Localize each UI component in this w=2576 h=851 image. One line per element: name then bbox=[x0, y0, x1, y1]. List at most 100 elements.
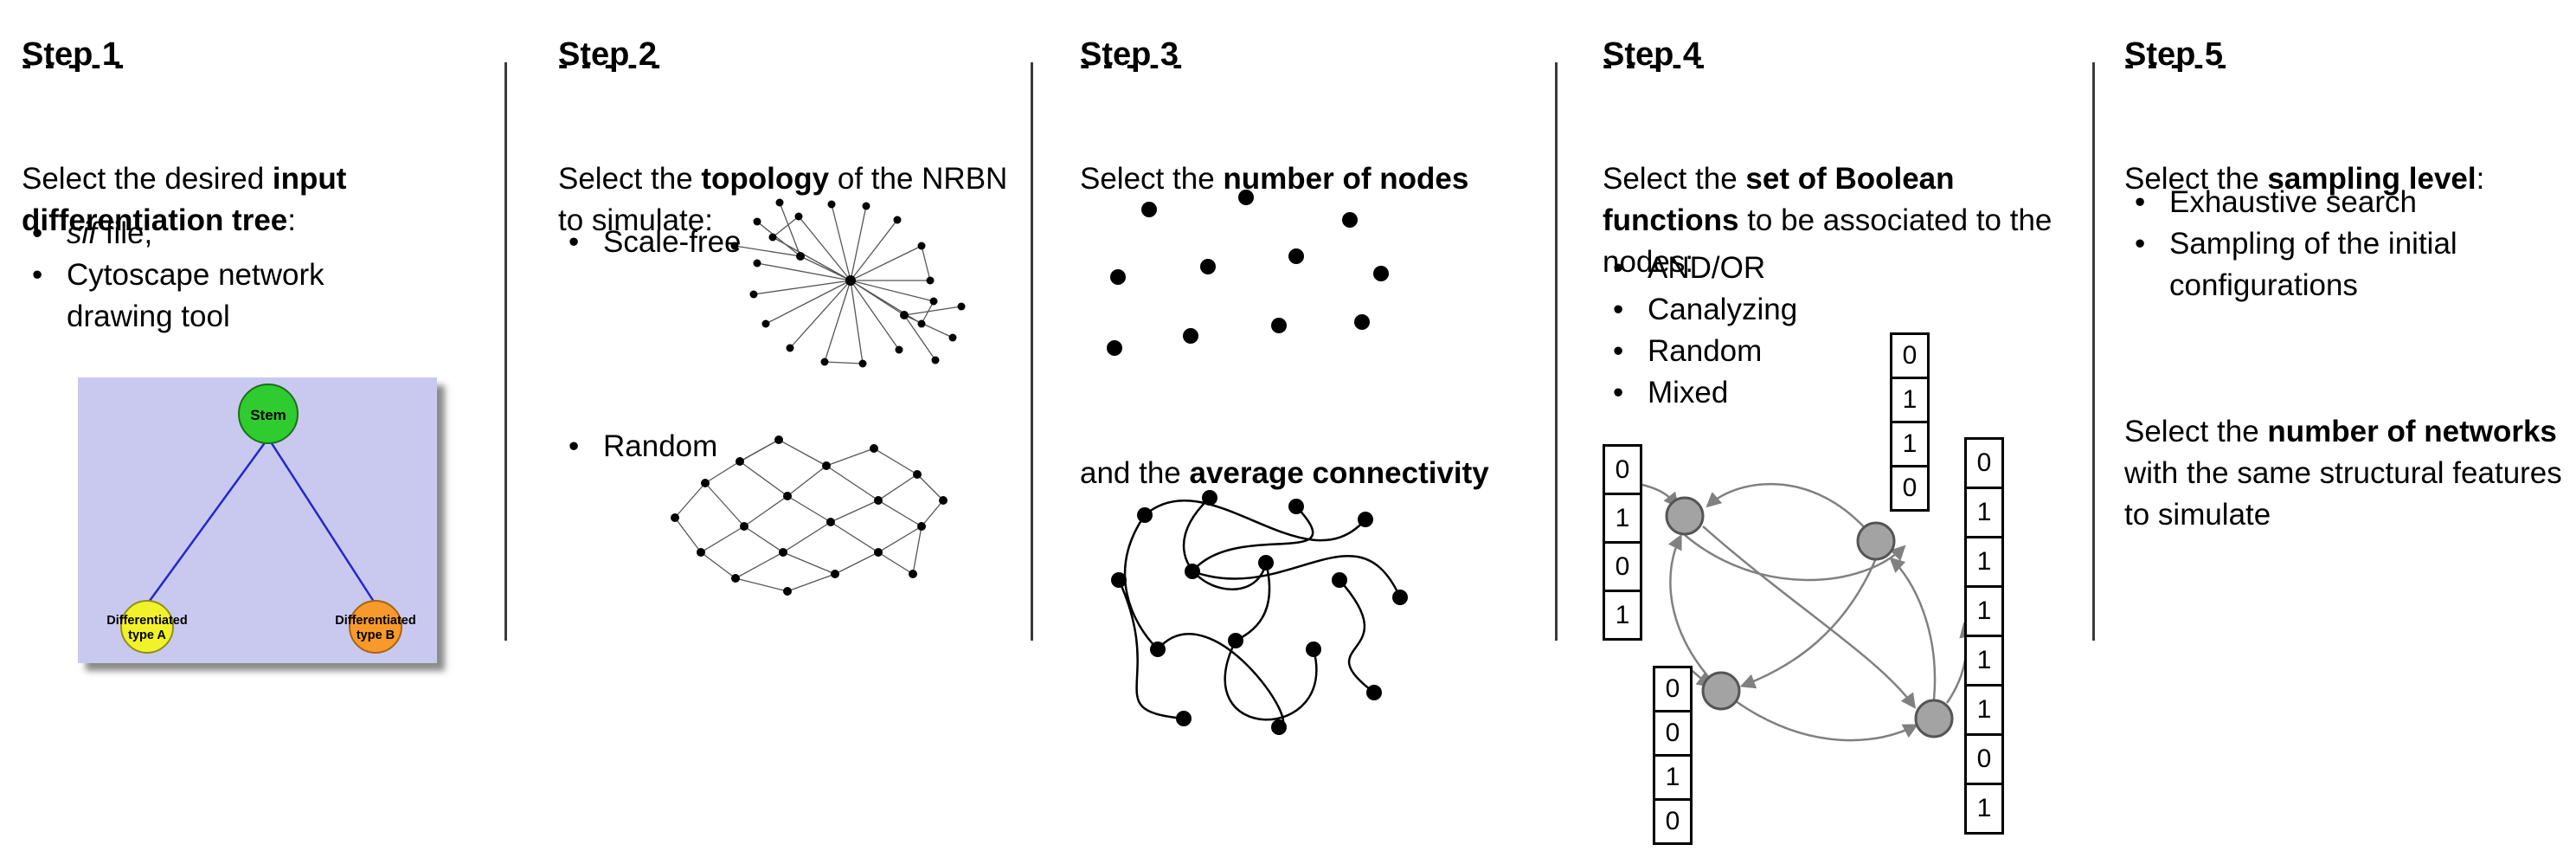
table-cell: 1 bbox=[1964, 487, 2004, 538]
column-divider bbox=[1555, 62, 1558, 641]
network-edges bbox=[674, 439, 944, 592]
step5-title: Step 5 bbox=[2124, 35, 2224, 73]
table-cell: 1 bbox=[1890, 421, 1930, 467]
list-item: • Exhaustive search bbox=[2124, 182, 2541, 223]
table-cell: 0 bbox=[1653, 666, 1693, 712]
step5-intro-bold: sampling level bbox=[2267, 162, 2476, 196]
step4-intro: Select the set of Boolean functions to b… bbox=[1603, 158, 2057, 283]
connectivity-tangle-figure bbox=[1111, 490, 1408, 735]
table-cell: 1 bbox=[1653, 754, 1693, 801]
tangle-edges bbox=[1117, 497, 1402, 729]
step4-intro-lead: Select the bbox=[1603, 162, 1746, 196]
table-cell: 1 bbox=[1964, 635, 2004, 687]
random-functions-option: Random bbox=[1648, 334, 1763, 368]
list-item: • Canalyzing bbox=[1603, 289, 1797, 331]
type-a-node bbox=[120, 600, 174, 654]
step3-title: Step 3 bbox=[1080, 35, 1179, 73]
exhaustive-search-option: Exhaustive search bbox=[2169, 185, 2417, 219]
cytoscape-option: Cytoscape network drawing tool bbox=[67, 258, 324, 333]
scale-free-label: Scale-free bbox=[603, 225, 742, 259]
table-cell: 0 bbox=[1890, 332, 1930, 379]
step-column-4: Step 4 - - - - - Select the set of Boole… bbox=[1603, 0, 2092, 851]
nrbn-nodes bbox=[1665, 496, 1954, 738]
boolean-table-top: 0 1 1 0 bbox=[1890, 332, 1930, 512]
table-cell: 0 bbox=[1653, 798, 1693, 845]
tree-edge bbox=[267, 437, 377, 605]
step5-dashes: - - - - - bbox=[2124, 48, 2230, 81]
step3-connectivity-bold: average connectivity bbox=[1189, 456, 1489, 490]
gene-node bbox=[1701, 671, 1741, 711]
step1-options: • sif file, • Cytoscape network drawing to… bbox=[22, 213, 361, 338]
step4-intro-bold: set of Boolean functions bbox=[1603, 162, 1955, 237]
step5-intro-tail: : bbox=[2476, 162, 2485, 196]
step1-intro-lead: Select the desired bbox=[22, 162, 273, 196]
list-item: •Sampling of the initial configurations bbox=[2124, 223, 2541, 306]
scale-free-network-figure bbox=[730, 198, 966, 368]
table-cell: 1 bbox=[1603, 590, 1642, 641]
column-divider bbox=[1031, 62, 1033, 641]
table-cell: 0 bbox=[1603, 541, 1642, 592]
boolean-table-right: 0 1 1 1 1 1 0 1 bbox=[1964, 437, 2004, 835]
step5-intro: Select the sampling level: bbox=[2124, 158, 2566, 200]
table-cell: 1 bbox=[1890, 377, 1930, 423]
bullet-marker: • bbox=[32, 258, 43, 292]
step2-title: Step 2 bbox=[558, 35, 658, 73]
gene-node bbox=[1665, 496, 1705, 536]
table-cell: 1 bbox=[1964, 585, 2004, 637]
sif-italic: sif bbox=[67, 216, 97, 250]
step5-networks-tail: with the same structural features to sim… bbox=[2124, 456, 2562, 532]
node-dots bbox=[1107, 190, 1389, 356]
table-cell: 1 bbox=[1964, 783, 2004, 835]
step3-intro: Select the number of nodes bbox=[1080, 158, 1551, 200]
stem-label: Stem bbox=[250, 407, 286, 423]
network-edges bbox=[734, 202, 962, 364]
canalyzing-option: Canalyzing bbox=[1648, 293, 1798, 326]
table-cell: 1 bbox=[1964, 684, 2004, 736]
step5-options: • Exhaustive search •Sampling of the init… bbox=[2124, 182, 2541, 306]
bullet-marker: • bbox=[569, 225, 580, 259]
step5-networks-lead: Select the bbox=[2124, 415, 2268, 448]
network-nodes bbox=[671, 435, 948, 596]
tangle-nodes bbox=[1111, 490, 1408, 735]
step3-intro-bold: number of nodes bbox=[1223, 162, 1469, 196]
bullet-marker: • bbox=[1613, 293, 1624, 326]
stem-node bbox=[238, 384, 299, 444]
bullet-marker: • bbox=[1613, 376, 1624, 409]
sif-rest: file, bbox=[97, 216, 153, 250]
table-cell: 1 bbox=[1603, 493, 1642, 544]
random-network-figure bbox=[671, 435, 948, 596]
column-divider bbox=[2092, 62, 2095, 641]
list-item: •AND/OR bbox=[1603, 248, 1797, 289]
step2-intro-bold: topology bbox=[701, 162, 830, 196]
step3-connectivity-lead: and the bbox=[1080, 456, 1190, 490]
bullet-marker: • bbox=[2135, 185, 2146, 219]
step1-dashes: - - - - - bbox=[22, 48, 127, 81]
boolean-table-bottom: 0 0 1 0 bbox=[1653, 666, 1693, 845]
step4-title: Step 4 bbox=[1603, 35, 1702, 73]
list-item: • Cytoscape network drawing tool bbox=[22, 255, 361, 338]
step-column-5: Step 5 - - - - - Select the sampling lev… bbox=[2124, 0, 2574, 851]
step1-intro-bold: input differentiation tree bbox=[22, 162, 347, 237]
table-cell: 0 bbox=[1890, 465, 1930, 512]
step2-intro-lead: Select the bbox=[558, 162, 702, 196]
gene-node bbox=[1856, 521, 1896, 561]
step3-intro-lead: Select the bbox=[1080, 162, 1224, 196]
nrbn-arrows bbox=[1641, 482, 1975, 742]
table-cell: 1 bbox=[1964, 536, 2004, 588]
column-divider bbox=[504, 62, 507, 641]
nodes-dots-figure bbox=[1107, 190, 1389, 356]
bullet-marker: • bbox=[569, 429, 580, 463]
network-nodes bbox=[730, 198, 966, 368]
step-column-3: Step 3 - - - - - Select the number of no… bbox=[1080, 0, 1558, 851]
type-b-node bbox=[349, 600, 402, 654]
step4-options: •AND/OR •Canalyzing •Random •Mixed bbox=[1603, 248, 1797, 414]
table-cell: 0 bbox=[1603, 444, 1642, 495]
step2-intro: Select the topology of the NRBN to simul… bbox=[558, 158, 1008, 242]
step3-connectivity-text: and the average connectivity bbox=[1080, 453, 1551, 494]
gene-node bbox=[1914, 699, 1954, 738]
step2-intro-tail: of the NRBN to simulate: bbox=[558, 162, 1008, 237]
